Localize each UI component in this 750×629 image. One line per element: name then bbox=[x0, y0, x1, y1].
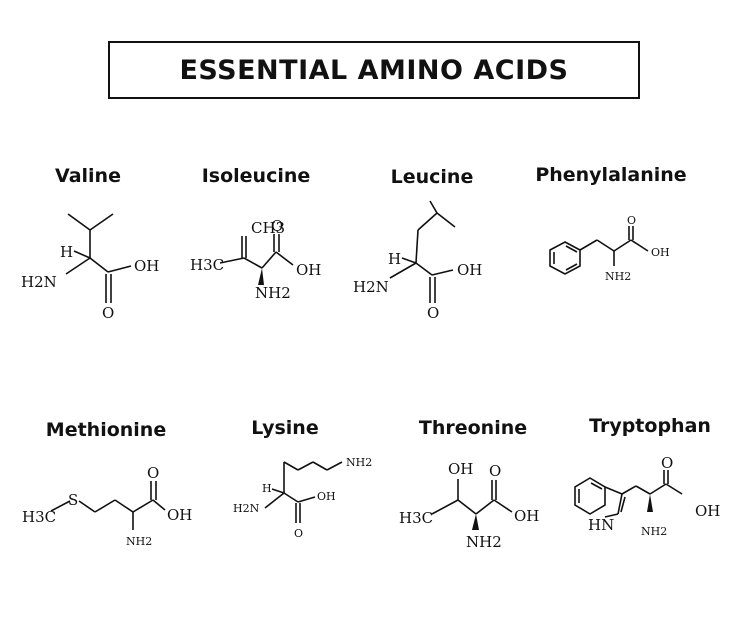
methionine-o-label: O bbox=[147, 464, 159, 482]
threonine-o-label: O bbox=[489, 462, 501, 480]
methionine-amine-label: NH2 bbox=[126, 535, 152, 548]
threonine-h3c-label: H3C bbox=[399, 509, 433, 527]
lysine-side-amine-label: NH2 bbox=[346, 456, 372, 469]
isoleucine-ch3-label: CH3 bbox=[251, 219, 285, 237]
isoleucine-oh-label: OH bbox=[296, 261, 321, 279]
threonine-side-oh-label: OH bbox=[448, 460, 473, 478]
valine-name: Valine bbox=[55, 165, 121, 187]
methionine-h3c-label: H3C bbox=[22, 508, 56, 526]
valine-o-label: O bbox=[102, 304, 114, 322]
phenylalanine-structure: O OH NH2 bbox=[549, 214, 670, 283]
tryptophan-structure: O OH HN NH2 bbox=[574, 454, 720, 538]
lysine-oh-label: OH bbox=[317, 490, 336, 503]
lysine-structure: NH2 H H2N OH O bbox=[233, 456, 372, 540]
tryptophan-hn-label: HN bbox=[588, 516, 614, 534]
tryptophan-amine-label: NH2 bbox=[641, 525, 667, 538]
isoleucine-amine-label: NH2 bbox=[255, 284, 291, 302]
threonine-name: Threonine bbox=[418, 417, 528, 439]
leucine-structure: H H2N OH O bbox=[353, 200, 482, 322]
tryptophan-o-label: O bbox=[661, 454, 673, 472]
isoleucine-structure: CH3 H3C O OH NH2 bbox=[190, 217, 321, 302]
phenylalanine-amine-label: NH2 bbox=[605, 270, 631, 283]
isoleucine-h3c-label: H3C bbox=[190, 256, 224, 274]
methionine-structure: S H3C O OH NH2 bbox=[22, 464, 192, 548]
leucine-h-label: H bbox=[388, 250, 401, 268]
valine-oh-label: OH bbox=[134, 257, 159, 275]
threonine-structure: OH O H3C OH NH2 bbox=[399, 460, 539, 551]
tryptophan-name: Tryptophan bbox=[589, 415, 711, 437]
tryptophan-oh-label: OH bbox=[695, 502, 720, 520]
valine-structure: H H2N OH O bbox=[21, 213, 159, 322]
isoleucine-o-label: O bbox=[271, 217, 283, 235]
leucine-o-label: O bbox=[427, 304, 439, 322]
lysine-o-label: O bbox=[294, 527, 303, 540]
methionine-s-label: S bbox=[68, 491, 78, 509]
valine-h-label: H bbox=[60, 243, 73, 261]
leucine-oh-label: OH bbox=[457, 261, 482, 279]
phenylalanine-name: Phenylalanine bbox=[535, 164, 687, 186]
lysine-h-label: H bbox=[262, 482, 272, 495]
isoleucine-name: Isoleucine bbox=[201, 165, 311, 187]
lysine-name: Lysine bbox=[251, 417, 319, 439]
methionine-name: Methionine bbox=[45, 419, 167, 441]
lysine-amine-label: H2N bbox=[233, 502, 260, 515]
methionine-oh-label: OH bbox=[167, 506, 192, 524]
threonine-amine-label: NH2 bbox=[466, 533, 502, 551]
phenylalanine-o-label: O bbox=[627, 214, 636, 227]
leucine-name: Leucine bbox=[390, 166, 474, 188]
leucine-amine-label: H2N bbox=[353, 278, 389, 296]
valine-amine-label: H2N bbox=[21, 273, 57, 291]
threonine-oh-label: OH bbox=[514, 507, 539, 525]
page-title: ESSENTIAL AMINO ACIDS bbox=[108, 41, 640, 99]
phenylalanine-oh-label: OH bbox=[651, 246, 670, 259]
